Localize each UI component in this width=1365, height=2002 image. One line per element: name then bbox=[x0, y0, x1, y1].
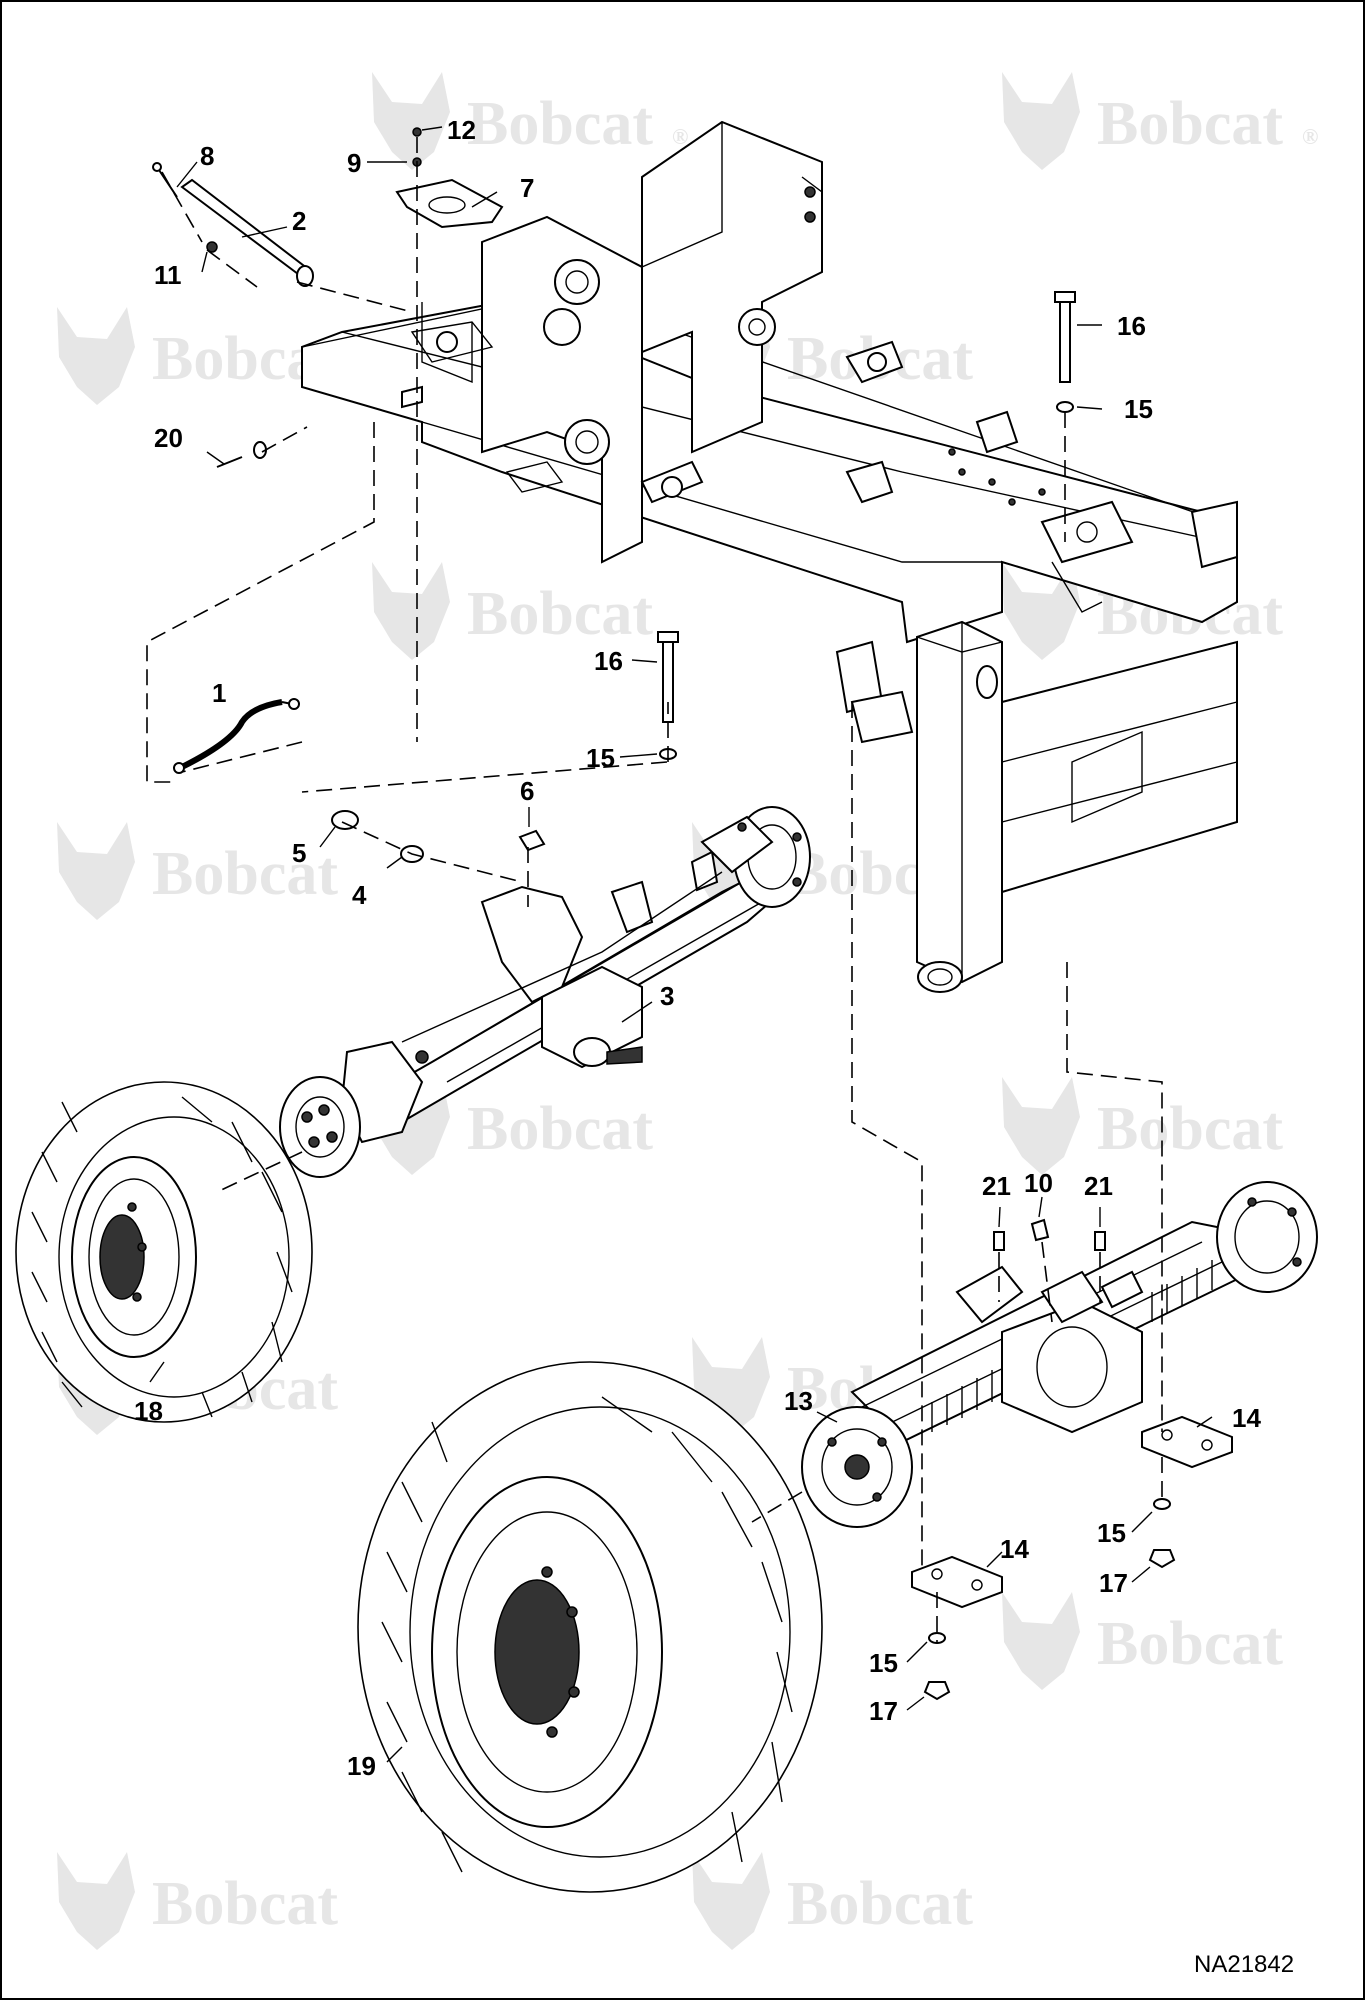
watermark-text: Bobcat bbox=[1097, 1095, 1283, 1163]
callout-9: 9 bbox=[347, 148, 361, 178]
bobcat-logo-icon bbox=[692, 1852, 770, 1950]
long-bolt bbox=[1054, 291, 1076, 383]
nut bbox=[923, 1681, 951, 1701]
rear-tire bbox=[357, 1361, 823, 1893]
leader-lines bbox=[149, 126, 1213, 1763]
watermark: Bobcat ® bbox=[1002, 72, 1318, 170]
bobcat-logo-icon bbox=[372, 562, 450, 660]
callout-20: 20 bbox=[154, 423, 183, 453]
washer bbox=[1153, 1498, 1171, 1510]
o-ring bbox=[331, 810, 359, 830]
bobcat-logo-icon bbox=[1002, 72, 1080, 170]
washer bbox=[928, 1632, 946, 1644]
bolt bbox=[412, 127, 422, 137]
watermark-mark: ® bbox=[672, 124, 688, 149]
callout-6: 6 bbox=[520, 776, 534, 806]
callout-labels: 1 2 3 4 5 6 7 8 9 10 11 12 13 14 14 15 1… bbox=[134, 115, 1261, 1781]
stud bbox=[993, 1231, 1005, 1251]
bobcat-logo-icon bbox=[1002, 1077, 1080, 1175]
watermark: Bobcat bbox=[372, 1077, 653, 1175]
callout-11: 11 bbox=[154, 260, 182, 290]
watermark-text: Bobcat bbox=[152, 840, 338, 908]
callout-21a: 21 bbox=[982, 1171, 1011, 1201]
callout-2: 2 bbox=[292, 206, 306, 236]
callout-14b: 14 bbox=[1000, 1534, 1029, 1564]
bobcat-logo-icon bbox=[372, 72, 450, 170]
bobcat-logo-icon bbox=[57, 822, 135, 920]
watermark-text: Bobcat bbox=[1097, 90, 1283, 158]
watermark-text: Bobcat bbox=[1097, 1610, 1283, 1678]
bobcat-logo-icon bbox=[57, 307, 135, 405]
main-frame bbox=[301, 120, 1238, 993]
mounting-plate bbox=[1141, 1415, 1233, 1469]
nut bbox=[1148, 1549, 1176, 1569]
callout-16a: 16 bbox=[1117, 311, 1146, 341]
watermark: Bobcat bbox=[372, 562, 653, 660]
bobcat-logo-icon bbox=[57, 1852, 135, 1950]
watermark-text: Bobcat bbox=[467, 1095, 653, 1163]
watermark: Bobcat bbox=[57, 1852, 338, 1950]
nut bbox=[206, 241, 218, 253]
washer bbox=[1056, 401, 1074, 413]
callout-7: 7 bbox=[520, 173, 534, 203]
callout-18: 18 bbox=[134, 1396, 163, 1426]
bolt bbox=[216, 456, 243, 468]
callout-21b: 21 bbox=[1084, 1171, 1113, 1201]
callout-15d: 15 bbox=[869, 1648, 898, 1678]
bobcat-logo-icon bbox=[1002, 562, 1080, 660]
callout-3: 3 bbox=[660, 981, 674, 1011]
drawing-code: NA21842 bbox=[1194, 1951, 1294, 1978]
hose bbox=[180, 699, 283, 770]
callout-5: 5 bbox=[292, 838, 306, 868]
callout-4: 4 bbox=[352, 880, 367, 910]
callout-14a: 14 bbox=[1232, 1403, 1261, 1433]
callout-13: 13 bbox=[784, 1386, 813, 1416]
callout-8: 8 bbox=[200, 141, 214, 171]
watermark: Bobcat bbox=[57, 307, 338, 405]
watermark-text: Bobcat bbox=[152, 1870, 338, 1938]
callout-15b: 15 bbox=[586, 743, 615, 773]
callout-15a: 15 bbox=[1124, 394, 1153, 424]
watermark: Bobcat bbox=[692, 1852, 973, 1950]
mounting-plate bbox=[911, 1555, 1003, 1609]
assembly-lines bbox=[146, 137, 1163, 1642]
watermark: Bobcat bbox=[57, 822, 338, 920]
watermark: Bobcat bbox=[1002, 1077, 1283, 1175]
front-axle bbox=[279, 806, 811, 1178]
callout-19: 19 bbox=[347, 1751, 376, 1781]
watermark-mark: ® bbox=[1302, 124, 1318, 149]
stud bbox=[1094, 1231, 1106, 1251]
watermark: Bobcat ® bbox=[372, 72, 688, 170]
fitting bbox=[518, 829, 546, 852]
callout-17a: 17 bbox=[1099, 1568, 1128, 1598]
watermark: Bobcat bbox=[1002, 1592, 1283, 1690]
watermark-text: Bobcat bbox=[787, 1870, 973, 1938]
long-bolt bbox=[657, 631, 679, 723]
bobcat-logo-icon bbox=[1002, 1592, 1080, 1690]
watermark-text: Bobcat bbox=[467, 580, 653, 648]
callout-15c: 15 bbox=[1097, 1518, 1126, 1548]
fitting bbox=[1030, 1218, 1050, 1242]
callout-17b: 17 bbox=[869, 1696, 898, 1726]
callout-1: 1 bbox=[212, 678, 226, 708]
callout-10: 10 bbox=[1024, 1168, 1053, 1198]
callout-16b: 16 bbox=[594, 646, 623, 676]
rear-axle bbox=[801, 1181, 1318, 1528]
cover-plate bbox=[395, 178, 504, 229]
callout-12: 12 bbox=[447, 115, 476, 145]
watermark-text: Bobcat bbox=[467, 90, 653, 158]
front-tire bbox=[15, 1081, 313, 1423]
